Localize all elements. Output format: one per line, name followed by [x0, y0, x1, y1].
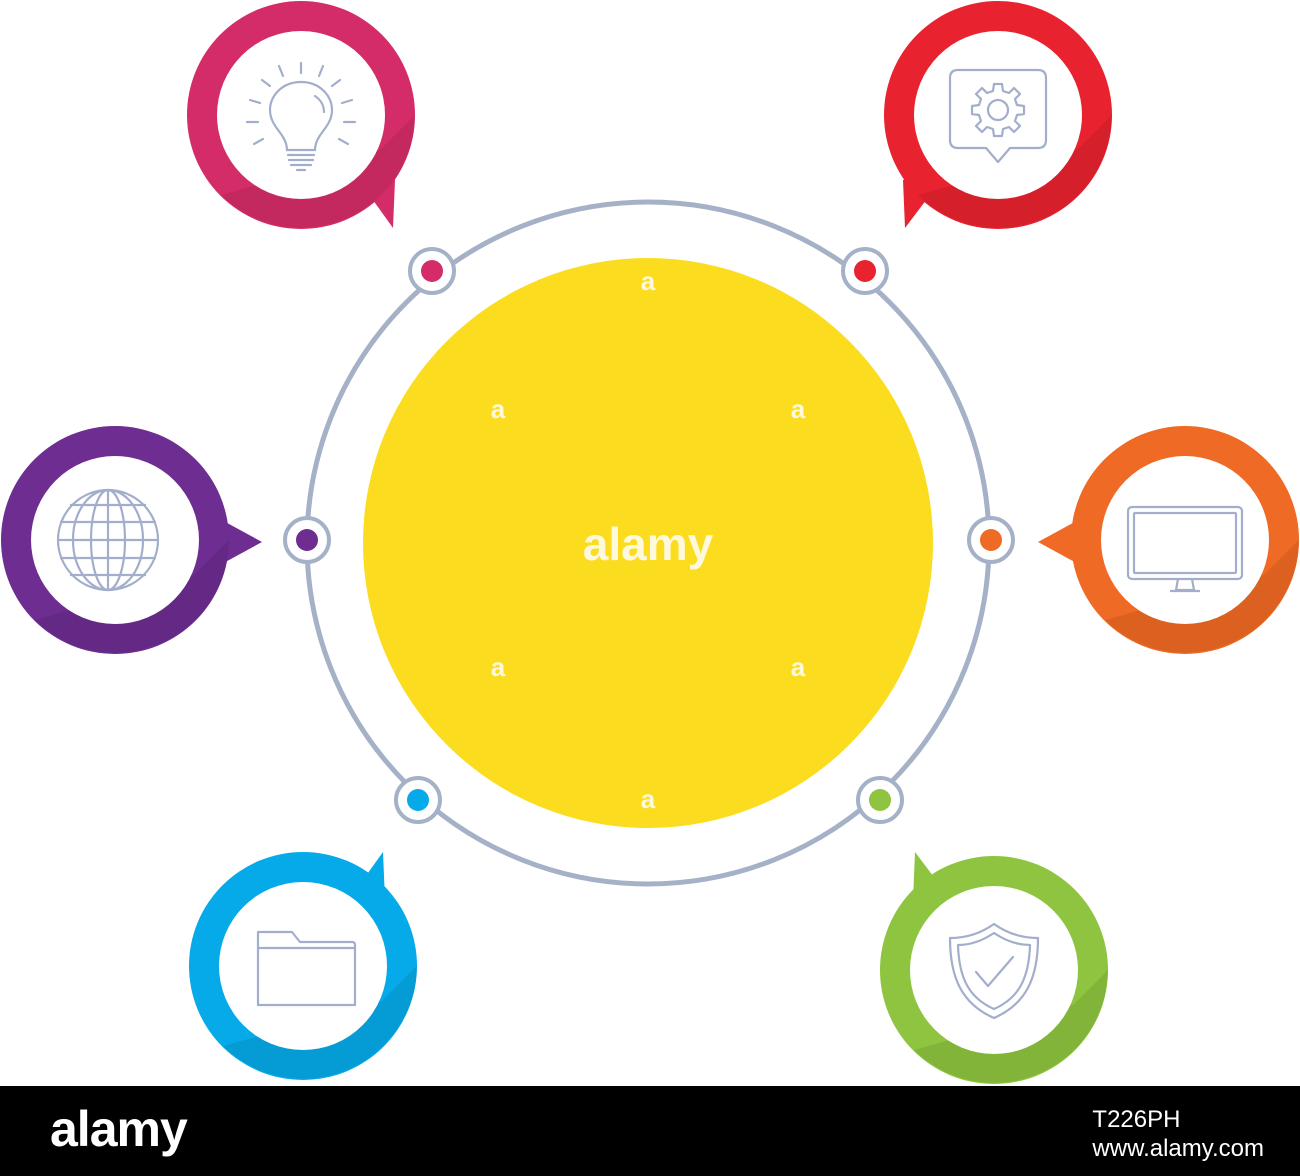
watermark-center: alamy	[583, 518, 714, 570]
connector-dot-monitor	[967, 516, 1015, 564]
bubble-shield	[880, 852, 1108, 1084]
center-circle	[363, 258, 933, 828]
watermark-small: a	[791, 652, 806, 682]
bubble-globe	[1, 426, 262, 654]
radial-infographic: alamy a a a a a a	[1, 1, 1299, 1084]
footer-bar: alamy T226PH www.alamy.com	[0, 1086, 1300, 1176]
folder-icon	[256, 930, 357, 1007]
footer-url: www.alamy.com	[1092, 1135, 1264, 1162]
bubble-folder	[189, 852, 417, 1080]
bubble-lightbulb	[187, 1, 415, 229]
watermark: alamy a a a a a a	[491, 266, 806, 814]
connector-dot-shield	[856, 776, 904, 824]
watermark-small: a	[491, 394, 506, 424]
watermark-small: a	[491, 652, 506, 682]
watermark-small: a	[641, 784, 656, 814]
gear-icon	[948, 68, 1048, 164]
footer-logo: alamy	[50, 1101, 188, 1157]
watermark-small: a	[791, 394, 806, 424]
connector-dot-gear	[841, 247, 889, 295]
connector-dot-lightbulb	[408, 247, 456, 295]
monitor-icon	[1126, 505, 1244, 593]
connector-dot-folder	[394, 776, 442, 824]
shield-check-icon	[948, 922, 1040, 1020]
ring-connector-dots	[283, 247, 1015, 824]
footer-image-id: T226PH	[1092, 1106, 1181, 1133]
lightbulb-icon	[245, 61, 357, 172]
bubble-gear	[884, 1, 1112, 229]
footer-image-info: T226PH www.alamy.com	[1092, 1106, 1264, 1162]
connector-dot-globe	[283, 516, 331, 564]
watermark-small: a	[641, 266, 656, 296]
globe-icon	[56, 488, 160, 592]
bubble-monitor	[1038, 426, 1299, 654]
